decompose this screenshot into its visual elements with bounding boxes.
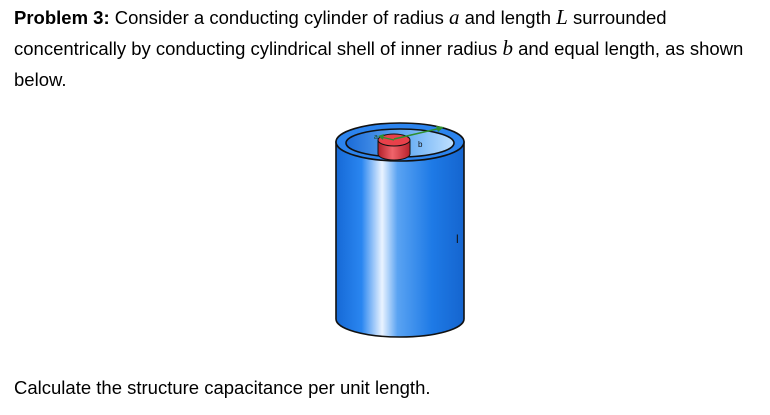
radius-b-arrowhead	[436, 126, 444, 132]
outer-shell-body	[335, 141, 465, 338]
label-length: l	[456, 232, 459, 246]
problem-text-2: and length	[459, 7, 557, 28]
radius-a-arrowhead	[378, 134, 384, 140]
problem-label: Problem 3:	[14, 7, 110, 28]
coaxial-cylinder-diagram: a b l	[335, 122, 465, 338]
question-text: Calculate the structure capacitance per …	[14, 377, 431, 398]
coaxial-cylinder-figure: a b l	[326, 112, 476, 347]
math-var-a: a	[448, 5, 460, 29]
label-b: b	[418, 140, 423, 149]
problem-text-1: Consider a conducting cylinder of radius	[109, 7, 449, 28]
math-var-L: L	[556, 5, 568, 29]
problem-text-3: surrounded concentrically by conducting …	[14, 7, 667, 59]
radius-b-arrow	[393, 127, 442, 140]
problem-text-4: and equal length, as shown below.	[14, 38, 744, 90]
label-a: a	[374, 134, 378, 141]
math-var-b: b	[502, 36, 513, 60]
problem-statement: Problem 3: Consider a conducting cylinde…	[14, 2, 764, 95]
